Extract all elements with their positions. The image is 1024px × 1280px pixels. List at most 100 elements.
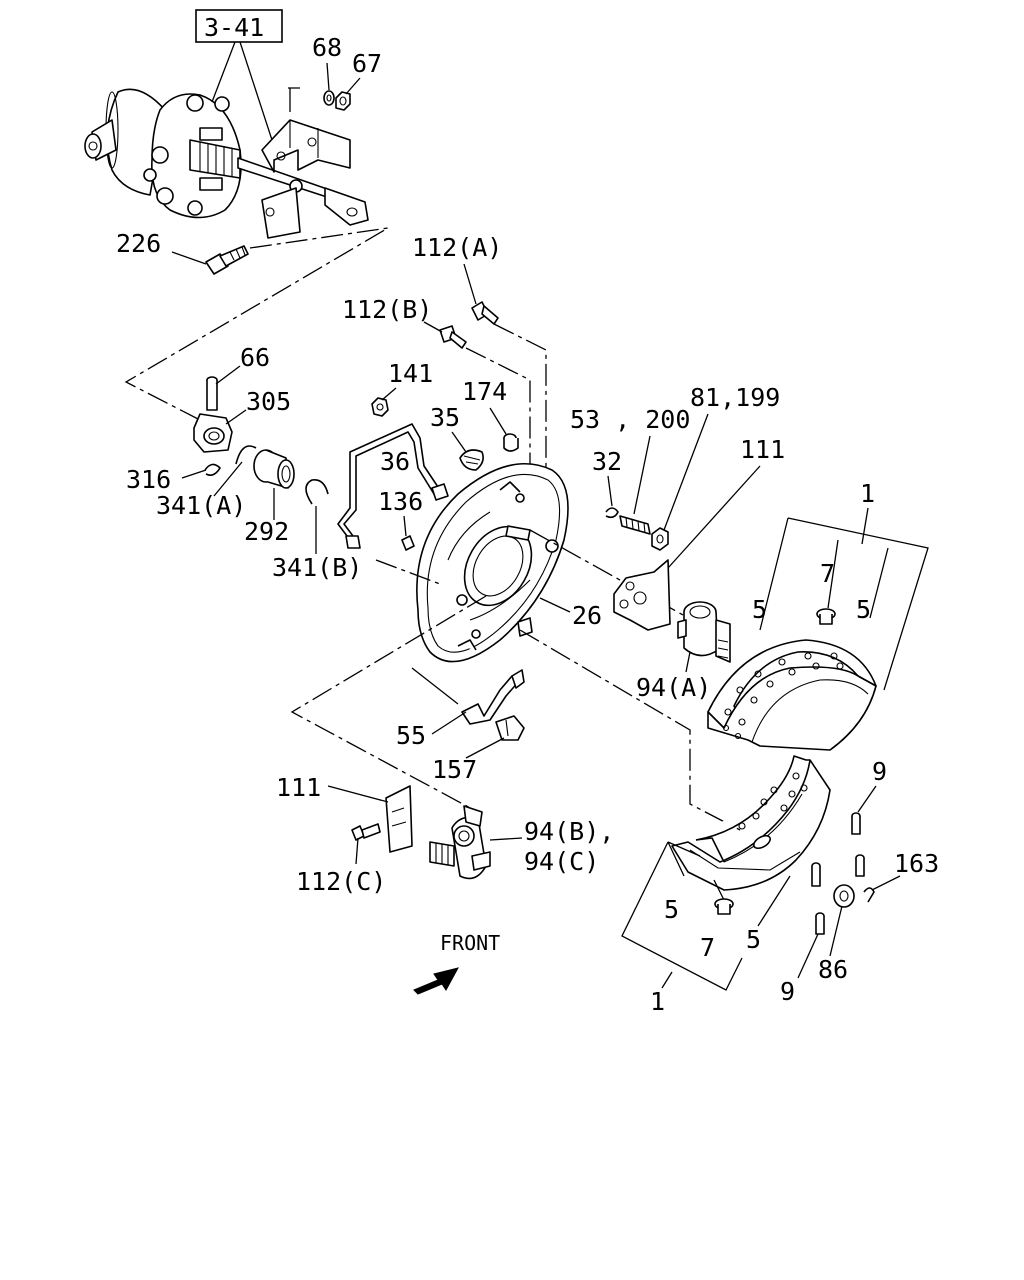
leader-316 xyxy=(181,469,207,479)
pin-9-top xyxy=(851,812,865,877)
plug-136 xyxy=(401,535,415,551)
label-136: 136 xyxy=(378,487,423,516)
label-9-top: 9 xyxy=(872,757,887,786)
leader-5-bottom-right xyxy=(757,875,791,927)
label-112c: 112(C) xyxy=(296,867,386,896)
label-292: 292 xyxy=(244,517,289,546)
gasket-111-bottom xyxy=(385,785,413,853)
leader-86 xyxy=(829,905,843,957)
washer-68 xyxy=(323,90,335,106)
pin-163 xyxy=(863,887,875,903)
leader-163 xyxy=(871,875,901,891)
leader-3-41 xyxy=(211,41,273,141)
label-7-top: 7 xyxy=(820,559,835,588)
leader-136 xyxy=(403,515,407,537)
leader-81-199 xyxy=(663,413,709,531)
centerline-226 xyxy=(124,227,389,421)
label-1-top: 1 xyxy=(860,479,875,508)
label-32: 32 xyxy=(592,447,622,476)
lever-305 xyxy=(193,413,233,453)
leader-226 xyxy=(171,251,207,265)
front-label: FRONT xyxy=(440,931,500,955)
ref-box-3-41 xyxy=(195,9,283,43)
brake-lining-5-top xyxy=(707,639,877,751)
label-341b: 341(B) xyxy=(272,553,362,582)
plug-174 xyxy=(503,433,519,452)
leader-94b xyxy=(489,837,523,841)
leader-111-top xyxy=(667,465,761,569)
brake-shoe-lower xyxy=(671,755,831,891)
label-81-199: 81,199 xyxy=(690,383,780,412)
washer-86 xyxy=(833,884,855,908)
nut-141 xyxy=(371,397,389,417)
pin-9-bottom xyxy=(811,862,825,935)
label-112a: 112(A) xyxy=(412,233,502,262)
leader-67 xyxy=(345,77,361,95)
leader-1-top xyxy=(861,507,869,545)
bracket-group-1-top-left xyxy=(759,517,789,631)
pin-66 xyxy=(206,376,218,411)
leader-111-bottom xyxy=(327,785,389,803)
bracket-group-1-bottom xyxy=(621,841,743,991)
leader-112c xyxy=(355,837,359,865)
label-9-bottom: 9 xyxy=(780,977,795,1006)
label-305: 305 xyxy=(246,387,291,416)
label-111-bottom: 111 xyxy=(276,773,321,802)
leader-112b xyxy=(423,321,443,333)
label-36: 36 xyxy=(380,447,410,476)
label-86: 86 xyxy=(818,955,848,984)
rivet-7-bottom xyxy=(714,898,734,915)
label-68: 68 xyxy=(312,33,342,62)
label-66: 66 xyxy=(240,343,270,372)
leader-305 xyxy=(225,409,247,425)
stud-53-200 xyxy=(619,515,651,535)
bracket-group-1-top xyxy=(787,517,929,691)
label-7-bottom: 7 xyxy=(700,933,715,962)
label-5-top-left: 5 xyxy=(752,595,767,624)
label-112b: 112(B) xyxy=(342,295,432,324)
leader-341a xyxy=(213,461,243,497)
label-35: 35 xyxy=(430,403,460,432)
label-111-top: 111 xyxy=(740,435,785,464)
front-arrow-icon xyxy=(413,967,459,995)
centerline-plate-94b xyxy=(290,595,487,811)
centerline-plate-left xyxy=(375,559,441,585)
label-174: 174 xyxy=(462,377,507,406)
label-1-bottom: 1 xyxy=(650,987,665,1016)
label-55: 55 xyxy=(396,721,426,750)
centerline-112a xyxy=(493,323,547,474)
plug-157 xyxy=(495,715,525,741)
label-26: 26 xyxy=(572,601,602,630)
label-141: 141 xyxy=(388,359,433,388)
bracket-group-1-bottom-inner xyxy=(667,841,725,901)
label-3-41: 3-41 xyxy=(204,13,264,42)
label-94b: 94(B), xyxy=(524,817,614,846)
leader-55 xyxy=(431,711,467,735)
bushing-292 xyxy=(253,449,295,489)
wheel-cylinder-94b-94c xyxy=(429,805,491,880)
label-94a: 94(A) xyxy=(636,673,711,702)
label-5-bottom-left: 5 xyxy=(664,895,679,924)
bolt-226 xyxy=(205,245,249,275)
centerline-plate-shoe xyxy=(519,629,741,831)
gasket-111-top xyxy=(613,559,671,631)
leader-35 xyxy=(451,431,467,453)
leader-1-bottom xyxy=(661,971,673,989)
leader-94a xyxy=(685,651,691,673)
bolt-112b xyxy=(439,325,467,349)
bolt-112c xyxy=(351,823,381,841)
label-67: 67 xyxy=(352,49,382,78)
leader-157 xyxy=(465,737,505,759)
leader-112a xyxy=(463,263,477,305)
bracket-group-1-top-inner xyxy=(827,539,889,619)
leader-9-top xyxy=(857,785,877,813)
nut-81-199 xyxy=(651,527,669,551)
plug-35 xyxy=(459,449,484,471)
label-316: 316 xyxy=(126,465,171,494)
bolt-112a xyxy=(471,301,499,325)
brake-pipe-36 xyxy=(337,423,449,549)
bracket-55 xyxy=(461,669,525,725)
label-5-bottom-right: 5 xyxy=(746,925,761,954)
